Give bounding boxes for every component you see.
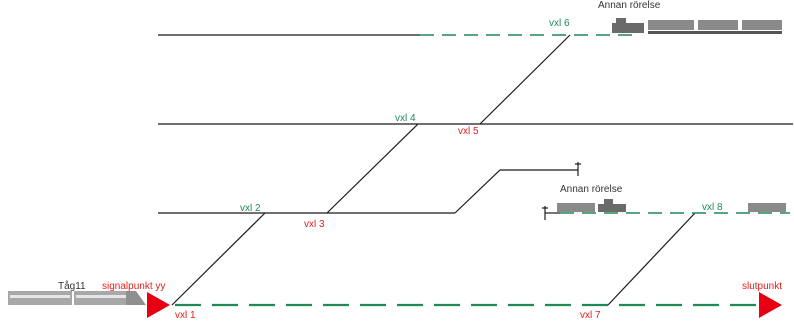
switch-label-vxl7: vxl 7 <box>580 310 601 321</box>
routes <box>175 34 790 307</box>
locomotive-nose <box>126 291 146 305</box>
switch-label-vxl2: vxl 2 <box>240 203 261 214</box>
crossover-vxl2-vxl1 <box>171 212 266 306</box>
locomotive <box>598 204 626 212</box>
end-signal-label: slutpunkt <box>742 281 782 292</box>
train-name-label: Tåg11 <box>58 280 86 292</box>
other-movement-train-mid <box>557 199 786 212</box>
locomotive <box>612 23 644 33</box>
switch-label-vxl1: vxl 1 <box>175 310 196 321</box>
freight-wagon <box>748 203 786 212</box>
track-3-branch <box>454 169 578 214</box>
other-movement-train-top <box>612 18 782 34</box>
buffer-stop-icon <box>542 206 548 220</box>
freight-wagon <box>742 20 782 30</box>
crossover-vxl6-vxl5 <box>479 34 571 125</box>
switch-label-vxl8: vxl 8 <box>702 202 723 213</box>
switch-label-vxl3: vxl 3 <box>304 219 325 230</box>
end-signal-triangle-right-icon <box>759 292 782 318</box>
switch-label-vxl4: vxl 4 <box>395 113 416 124</box>
freight-wagon <box>698 20 738 30</box>
tracks <box>158 34 793 306</box>
freight-wagon <box>557 203 595 212</box>
start-signal-label: signalpunkt yy <box>102 281 165 292</box>
switch-label-vxl5: vxl 5 <box>458 126 479 137</box>
other-movement-label-top: Annan rörelse <box>598 0 661 11</box>
switch-label-vxl6: vxl 6 <box>549 18 570 29</box>
buffer-stop-icon <box>575 162 581 176</box>
train-tag11 <box>8 291 146 305</box>
labels: Tåg11 signalpunkt yy slutpunkt Annan rör… <box>58 0 782 321</box>
crossover-vxl8-vxl7 <box>607 212 696 306</box>
other-movement-label: Annan rörelse <box>560 184 623 195</box>
start-signal-triangle-right-icon <box>147 292 170 318</box>
crossover-vxl4-vxl3 <box>326 123 419 214</box>
freight-wagon <box>648 20 694 30</box>
